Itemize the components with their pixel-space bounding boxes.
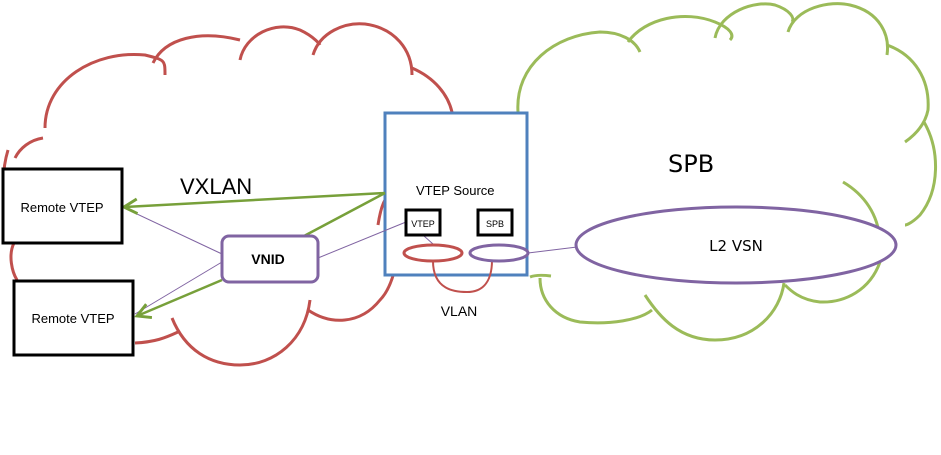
vnid-node[interactable]: VNID <box>220 234 320 284</box>
tunnel-arrow-remote-vtep-1 <box>124 191 386 207</box>
vlan-label: VLAN <box>441 303 478 319</box>
remote-vtep-1-label: Remote VTEP <box>20 200 103 215</box>
vtep-port[interactable]: VTEP <box>404 208 442 237</box>
vxlan-tunnels <box>124 191 386 316</box>
vlan-connector <box>432 259 493 294</box>
l2-vsn-node[interactable]: L2 VSN <box>574 205 898 285</box>
vxlan-cloud <box>2 22 454 367</box>
vtep-port-label: VTEP <box>411 219 435 229</box>
link-remote-vtep-2-vnid <box>134 261 223 315</box>
spb-port-label: SPB <box>486 219 504 229</box>
link-vtep-port-vlan <box>423 235 434 245</box>
vtep-source-label: VTEP Source <box>416 183 495 198</box>
link-spb-port-l2vsn <box>527 246 578 254</box>
spb-cloud-label: SPB <box>668 150 714 178</box>
spb-port[interactable]: SPB <box>476 208 514 237</box>
vxlan-cloud-label: VXLAN <box>180 174 252 199</box>
remote-vtep-1[interactable]: Remote VTEP <box>1 167 124 245</box>
spb-vlan-interface[interactable] <box>468 243 530 263</box>
link-remote-vtep-1-vnid <box>121 206 223 255</box>
tunnel-arrow-remote-vtep-2 <box>137 278 223 316</box>
vxlan-vlan-interface[interactable] <box>402 243 464 263</box>
remote-vtep-2-label: Remote VTEP <box>31 311 114 326</box>
l2-vsn-label: L2 VSN <box>709 237 763 255</box>
tunnel-line-source-vnid <box>303 191 386 238</box>
spb-cloud <box>516 2 938 342</box>
link-vnid-vtep-port <box>317 221 407 259</box>
vnid-label: VNID <box>251 251 284 267</box>
remote-vtep-2[interactable]: Remote VTEP <box>12 279 135 357</box>
